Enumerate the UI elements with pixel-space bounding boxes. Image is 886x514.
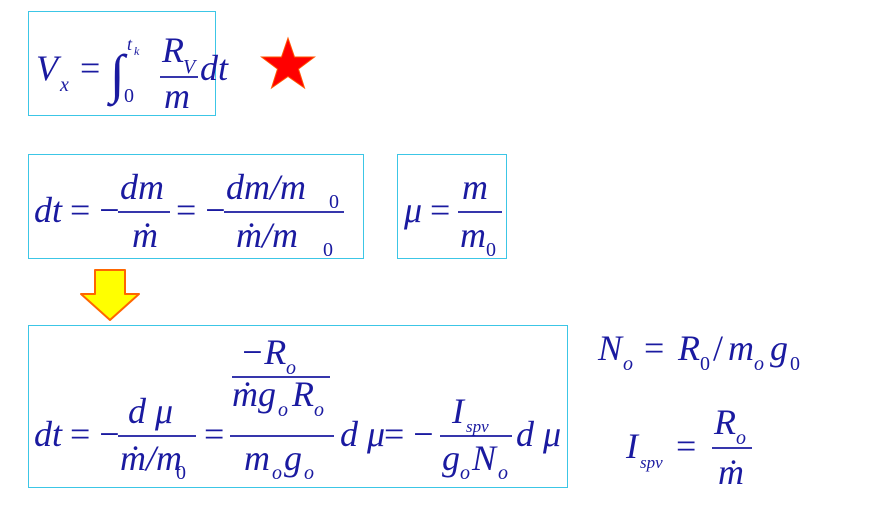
dtmu-num3: I (451, 391, 466, 431)
dtmu-den3-b: N (471, 438, 498, 478)
dt-mu-equation: dt = − d μ ṁ/m 0 = −R o ṁg o R o m o g o… (34, 332, 561, 484)
mu-num: m (462, 167, 488, 207)
dtmu-eq2: = (204, 414, 224, 454)
dtmu-outer-den-b: g (284, 438, 302, 478)
dtmu-den1-sub: 0 (176, 462, 186, 484)
velocity-num: R (161, 30, 184, 70)
dtmu-inner-num-sub: o (286, 357, 296, 379)
thrust-r: R (677, 328, 700, 368)
dtmu-inner-den-b-sub: o (314, 399, 324, 421)
dt-def-eq2: = − (176, 190, 226, 230)
dt-def-num1: dm (120, 167, 164, 207)
dtmu-num1: d μ (128, 391, 173, 431)
thrust-lhs: N (597, 328, 624, 368)
isp-num-sub: o (736, 427, 746, 449)
thrust-ratio-equation: N o = R 0 / m o g 0 (597, 328, 800, 375)
dtmu-den3-a: g (442, 438, 460, 478)
integral-sign: ∫ (107, 44, 128, 107)
dtmu-inner-den-a-sub: o (278, 399, 288, 421)
dt-def-den2: ṁ/m (236, 215, 298, 255)
velocity-num-sub: V (183, 56, 198, 78)
dtmu-den3-a-sub: o (460, 462, 470, 484)
velocity-equation-box (28, 11, 216, 116)
mu-equals: = (430, 190, 450, 230)
dt-def-num2: dm/m (226, 167, 306, 207)
integral-upper-sub: k (134, 44, 140, 58)
dtmu-eq1: = − (70, 414, 120, 454)
integral-lower: 0 (124, 85, 134, 107)
isp-equals: = (676, 426, 696, 466)
dtmu-num3-sub: spv (466, 417, 489, 436)
velocity-equation: V x = ∫ t k 0 R V m dt (36, 30, 229, 116)
isp-lhs: I (625, 426, 640, 466)
dtmu-den1: ṁ/m (120, 438, 182, 478)
velocity-equals: = (80, 48, 100, 88)
thrust-slash: / (713, 328, 723, 368)
dtmu-inner-den-a: ṁg (232, 374, 276, 414)
thrust-g-sub: 0 (790, 353, 800, 375)
thrust-lhs-sub: o (623, 353, 633, 375)
velocity-lhs-sub: x (59, 74, 69, 96)
dt-mu-equation-box (28, 325, 568, 488)
integral-upper: t (127, 34, 133, 54)
dtmu-outer-den-b-sub: o (304, 462, 314, 484)
star-icon (260, 36, 316, 90)
dt-definition-box (28, 154, 364, 259)
dt-def-lhs: dt (34, 190, 63, 230)
thrust-g: g (770, 328, 788, 368)
dtmu-eq3: = − (384, 414, 434, 454)
isp-den: ṁ (718, 452, 744, 492)
thrust-r-sub: 0 (700, 353, 710, 375)
dtmu-dmu1: d μ (340, 414, 385, 454)
velocity-diff: dt (200, 48, 229, 88)
dt-definition-equation: dt = − dm ṁ = − dm/m 0 ṁ/m 0 (34, 167, 344, 261)
isp-num: R (713, 402, 736, 442)
thrust-equals: = (644, 328, 664, 368)
mu-definition-equation: μ = m m 0 (403, 167, 502, 261)
dtmu-inner-den-b: R (291, 374, 314, 414)
dtmu-lhs: dt (34, 414, 63, 454)
dtmu-outer-den-a: m (244, 438, 270, 478)
dt-def-eq1: = − (70, 190, 120, 230)
mu-den: m (460, 215, 486, 255)
mu-definition-box (397, 154, 507, 259)
mu-den-sub: 0 (486, 239, 496, 261)
specific-impulse-equation: I spv = R o ṁ (625, 402, 752, 492)
isp-lhs-sub: spv (640, 453, 663, 472)
dtmu-dmu2: d μ (516, 414, 561, 454)
thrust-m: m (728, 328, 754, 368)
thrust-m-sub: o (754, 353, 764, 375)
mu-lhs: μ (403, 190, 422, 230)
velocity-lhs: V (36, 48, 62, 88)
dtmu-den3-b-sub: o (498, 462, 508, 484)
velocity-den: m (164, 76, 190, 116)
dtmu-outer-den-a-sub: o (272, 462, 282, 484)
dt-def-num2-sub: 0 (329, 191, 339, 213)
dt-def-den2-sub: 0 (323, 239, 333, 261)
dtmu-inner-num: −R (240, 332, 286, 372)
arrow-down-icon (80, 269, 140, 321)
dt-def-den1: ṁ (132, 215, 158, 255)
